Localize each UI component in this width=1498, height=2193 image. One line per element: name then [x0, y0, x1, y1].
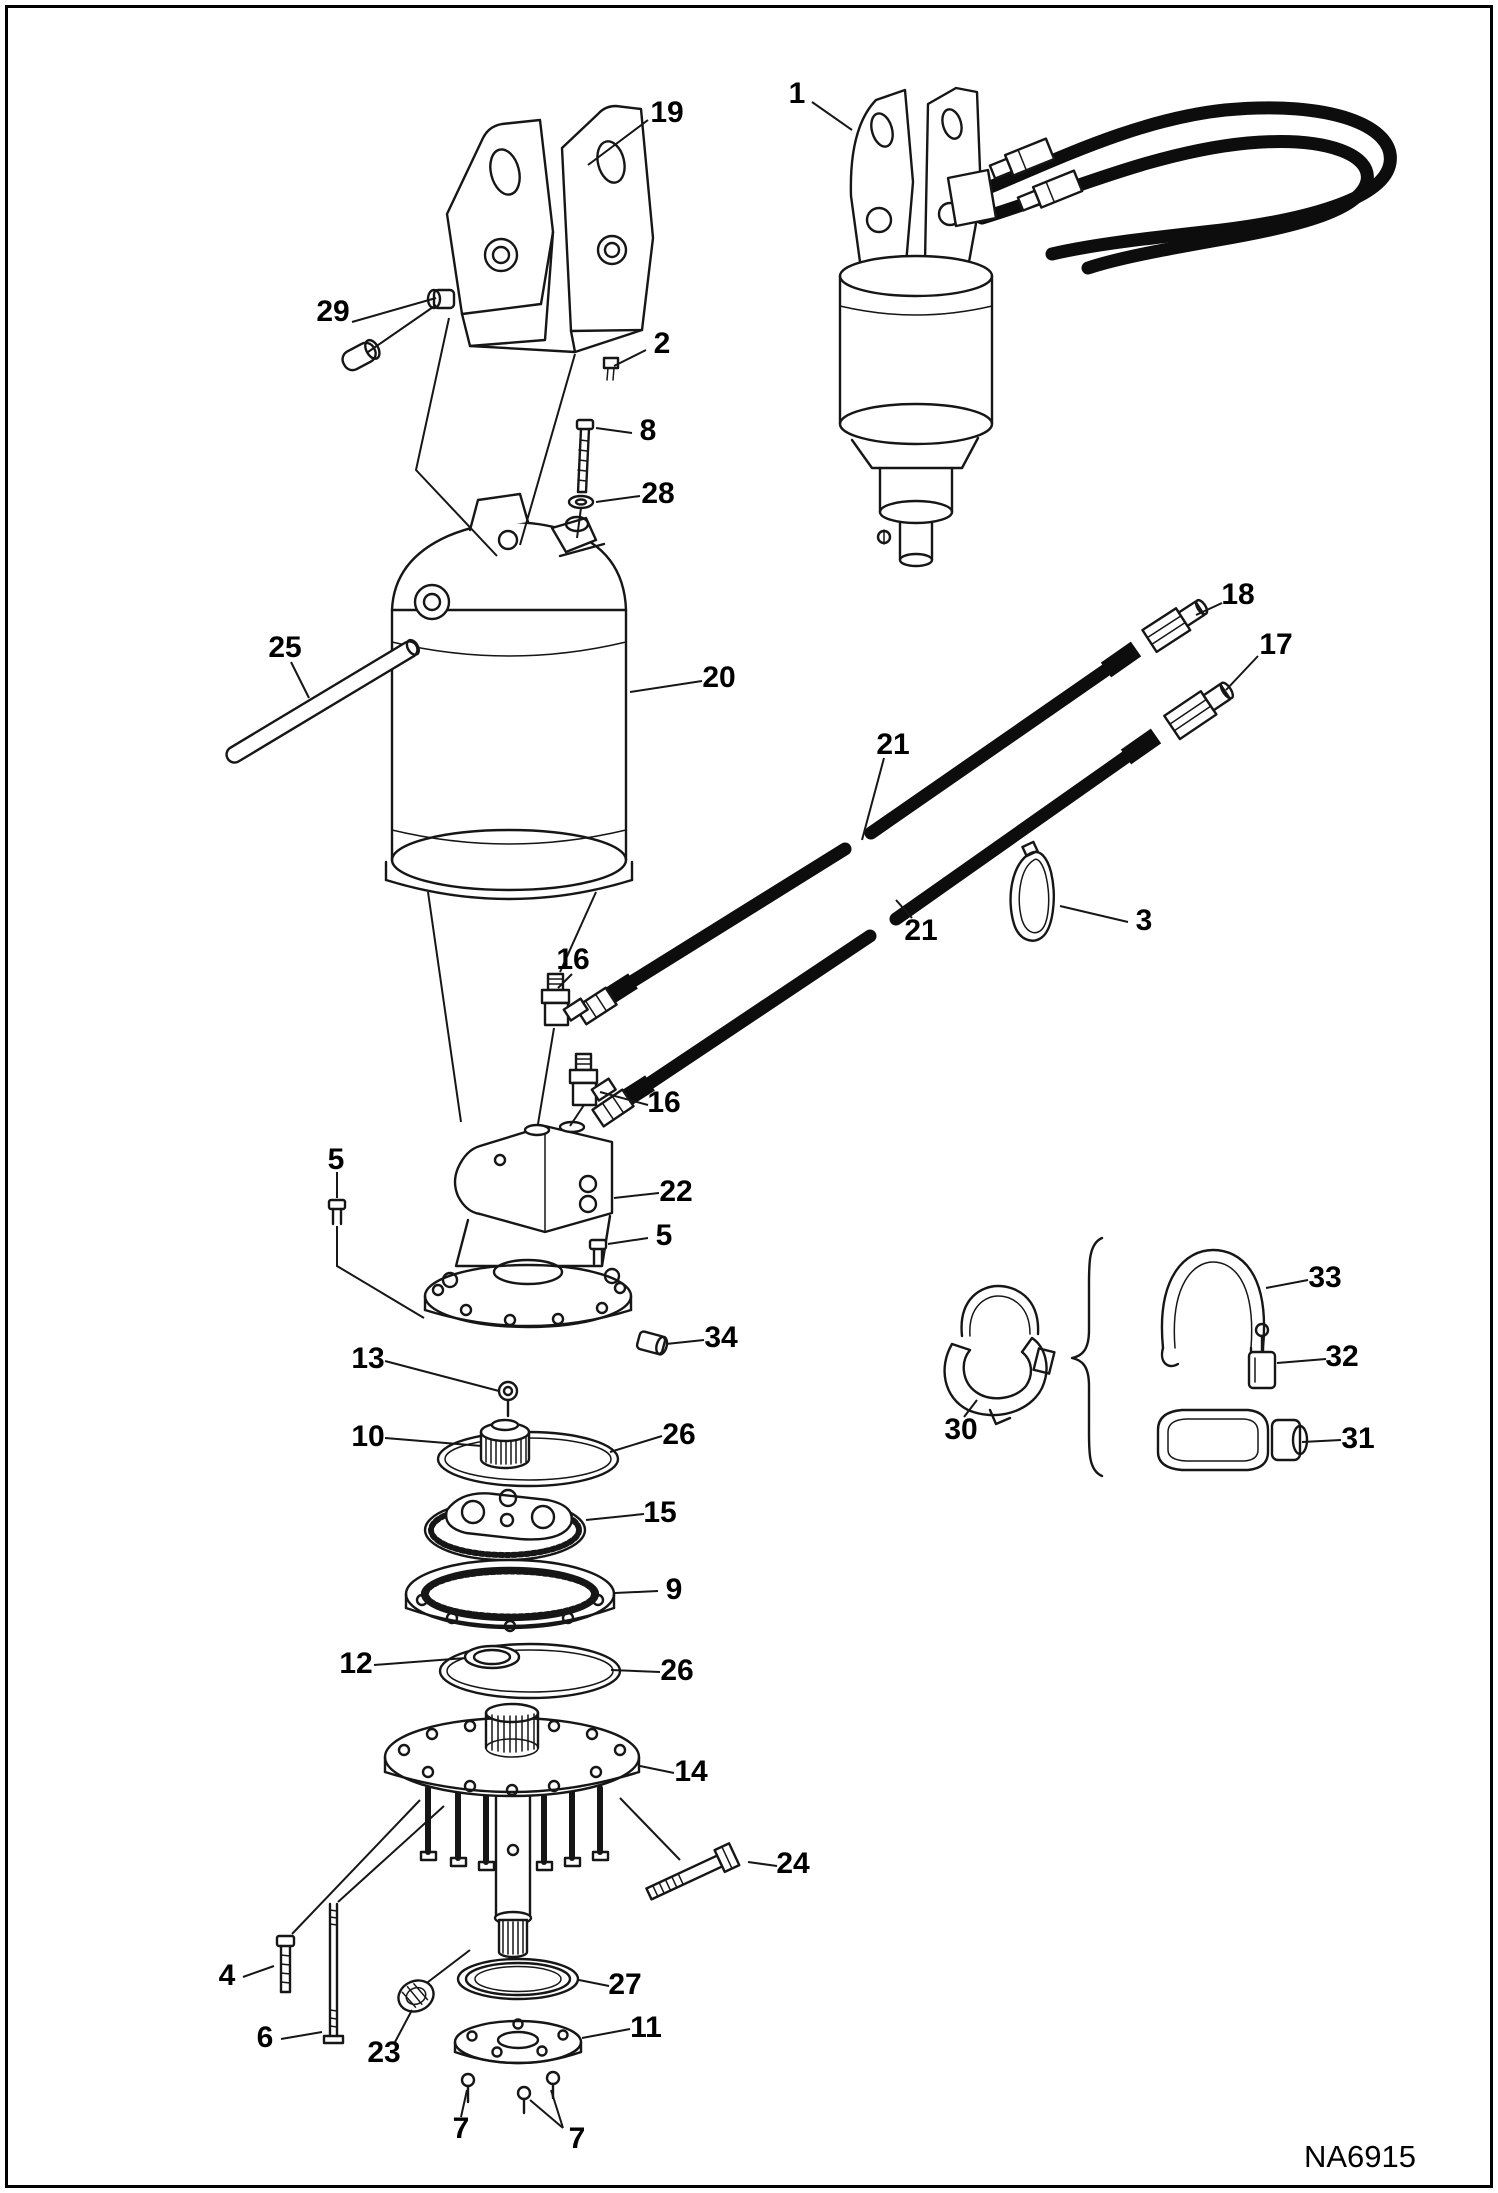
- callout-18-6: 18: [1221, 578, 1255, 611]
- callout-29-2: 29: [316, 295, 350, 328]
- callout-31-25: 31: [1341, 1422, 1375, 1455]
- callout-12-28: 12: [339, 1647, 373, 1680]
- figure-code: NA6915: [1303, 2139, 1416, 2174]
- part-31-clamp-base: [1156, 1408, 1309, 1472]
- callout-10-22: 10: [351, 1420, 385, 1453]
- callout-5-17: 5: [655, 1219, 673, 1252]
- part-11-flange: [453, 2018, 583, 2065]
- part-32-clip: [1247, 1322, 1277, 1390]
- part-21-hose-lower: [591, 728, 1162, 1128]
- part-18-fitting: [1141, 598, 1209, 654]
- callout-34-19: 34: [704, 1321, 738, 1354]
- part-34-plug: [635, 1330, 669, 1356]
- part-23-plug: [397, 1979, 435, 2013]
- part-9-ring-gear: [404, 1558, 616, 1633]
- callout-33-18: 33: [1308, 1261, 1342, 1294]
- part-16-elbow-lower: [568, 1052, 617, 1107]
- callout-16-13: 16: [556, 943, 590, 976]
- hose-fitting-b: [1016, 169, 1084, 212]
- callout-8-4: 8: [639, 414, 657, 447]
- callout-27-33: 27: [608, 1968, 642, 2001]
- part-10-coupler-gear: [479, 1418, 531, 1470]
- part-1-motor-assembly: [838, 86, 1397, 568]
- callout-7-37: 7: [452, 2112, 470, 2145]
- part-25-pin: [225, 638, 421, 764]
- part-12-ring: [463, 1644, 521, 1670]
- callout-32-20: 32: [1325, 1340, 1359, 1373]
- callout-26-23: 26: [662, 1418, 696, 1451]
- callout-2-3: 2: [653, 327, 671, 360]
- callout-23-36: 23: [367, 2036, 401, 2069]
- callout-13-21: 13: [351, 1342, 385, 1375]
- callout-21-10: 21: [876, 728, 910, 761]
- callout-24-31: 24: [776, 1847, 810, 1880]
- callout-28-5: 28: [641, 477, 675, 510]
- part-15-planet-carrier: [423, 1488, 587, 1562]
- callout-3-12: 3: [1135, 904, 1153, 937]
- part-30-clamp: [943, 1284, 1056, 1426]
- callout-1-1: 1: [788, 77, 806, 110]
- part-21-hose-upper: [574, 641, 1142, 1026]
- callout-15-26: 15: [643, 1496, 677, 1529]
- leader-lines: [242, 101, 1342, 2129]
- callout-26-29: 26: [660, 1654, 694, 1687]
- alignment-lines: [291, 304, 681, 1983]
- part-8-bolt: [575, 418, 595, 494]
- callout-22-16: 22: [659, 1175, 693, 1208]
- group-brace: [1070, 1236, 1104, 1478]
- part-22-motor: [423, 1120, 633, 1329]
- callout-21-11: 21: [904, 914, 938, 947]
- callout-30-24: 30: [944, 1413, 978, 1446]
- part-4-bolt: [275, 1934, 296, 1994]
- callout-25-8: 25: [268, 631, 302, 664]
- hose-fitting-a: [988, 137, 1056, 180]
- part-24-bolt: [645, 1842, 741, 1901]
- callout-19-0: 19: [650, 96, 684, 129]
- callout-17-7: 17: [1259, 628, 1293, 661]
- part-17-fitting: [1163, 681, 1235, 741]
- callout-14-30: 14: [674, 1755, 708, 1788]
- callout-20-9: 20: [702, 661, 736, 694]
- callout-6-34: 6: [256, 2021, 274, 2054]
- callout-16-14: 16: [647, 1086, 681, 1119]
- part-29-bushing: [341, 338, 381, 372]
- part-16-elbow-upper: [540, 972, 589, 1027]
- callout-5-15: 5: [327, 1143, 345, 1176]
- part-7-screws: [460, 2070, 561, 2115]
- callout-11-35: 11: [630, 2011, 662, 2044]
- part-6-stud: [322, 1902, 345, 2045]
- part-5-bolt-right: [588, 1238, 608, 1266]
- output-shaft: [493, 1788, 533, 1959]
- part-5-bolt-left: [327, 1198, 347, 1226]
- part-3-cable-tie: [1009, 840, 1055, 942]
- part-27-seal-ring: [456, 1957, 580, 2001]
- callout-4-32: 4: [218, 1959, 236, 1992]
- callout-7-38: 7: [568, 2122, 586, 2155]
- callout-9-27: 9: [665, 1573, 683, 1606]
